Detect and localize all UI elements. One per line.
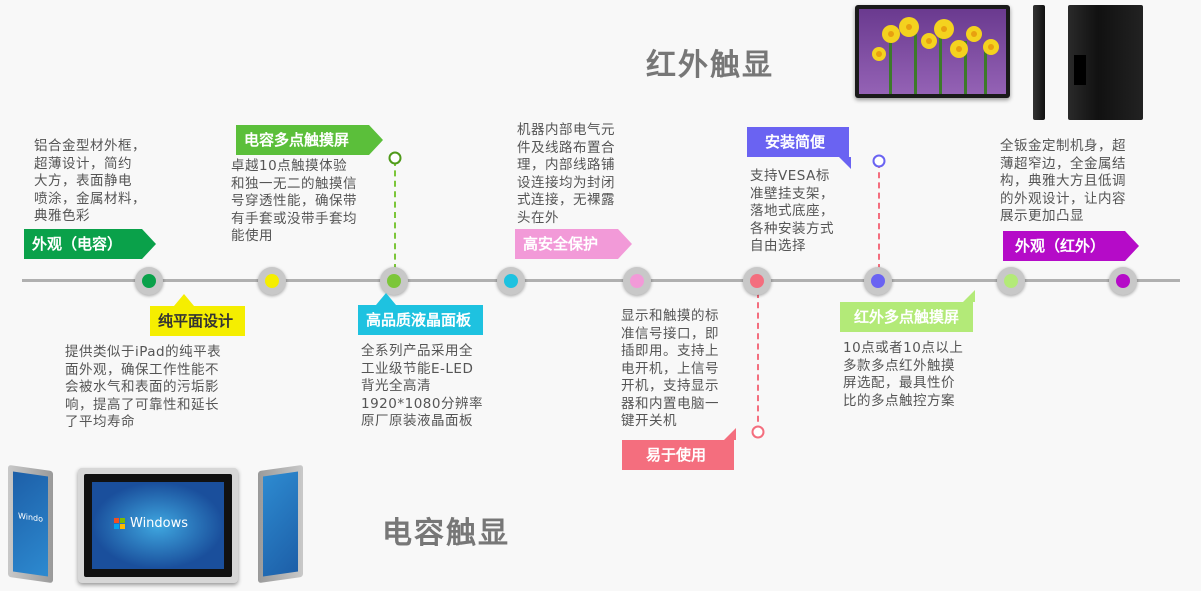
connector-end-capacitive-multitouch xyxy=(388,151,402,165)
timeline-node-appearance-capacitive xyxy=(135,267,163,295)
windows-screen-text: Windows xyxy=(130,516,189,531)
timeline-node-appearance-infrared xyxy=(1109,267,1137,295)
desc-flat-design: 提供类似于iPad的纯平表 面外观，确保工作性能不 会被水气和表面的污垢影 响，… xyxy=(65,344,222,430)
tag-easy-install: 安装简便 xyxy=(747,127,852,169)
tag-label: 红外多点触摸屏 xyxy=(854,308,960,326)
tag-label: 外观（电容） xyxy=(32,235,123,253)
connector-capacitive-multitouch xyxy=(394,160,396,270)
connector-easy-install xyxy=(878,162,880,270)
timeline-node-flat-design xyxy=(258,267,286,295)
tag-appearance-infrared: 外观（红外） xyxy=(1003,231,1140,261)
desc-hq-lcd: 全系列产品采用全 工业级节能E-LED 背光全高清 1920*1080分辨率 原… xyxy=(361,343,483,429)
desc-easy-install: 支持VESA标 准壁挂支架， 落地式底座， 各种安装方式 自由选择 xyxy=(750,168,834,254)
capacitive-title: 电容触显 xyxy=(382,516,510,551)
timeline-node-easy-install xyxy=(864,267,892,295)
timeline-node-capacitive-multitouch xyxy=(380,267,408,295)
tag-hq-lcd: 高品质液晶面板 xyxy=(358,293,484,335)
tag-label: 易于使用 xyxy=(646,446,707,464)
tag-label: 外观（红外） xyxy=(1015,237,1106,255)
desc-capacitive-multitouch: 卓越10点触摸体验 和独一无二的触摸信 号穿透性能，确保带 有手套或没带手套均 … xyxy=(231,158,357,244)
timeline-node-high-safety xyxy=(623,267,651,295)
tag-ir-multitouch: 红外多点触摸屏 xyxy=(840,290,976,332)
tag-label: 纯平面设计 xyxy=(158,312,234,330)
infrared-monitor-back xyxy=(1068,5,1143,120)
tag-capacitive-multitouch: 电容多点触摸屏 xyxy=(236,125,384,155)
tag-easy-use: 易于使用 xyxy=(622,428,737,470)
desc-high-safety: 机器内部电气元 件及线路布置合 理，内部线路铺 设连接均为封闭 式连接，无裸露 … xyxy=(517,122,615,226)
capacitive-monitor-left: Windo xyxy=(8,464,53,584)
tag-label: 安装简便 xyxy=(765,133,826,151)
windows-logo-icon xyxy=(114,518,126,530)
desc-ir-multitouch: 10点或者10点以上 多款多点红外触摸 屏选配，最具性价 比的多点触控方案 xyxy=(843,340,964,409)
timeline-node-easy-use xyxy=(743,267,771,295)
timeline-node-ir-multitouch xyxy=(997,267,1025,295)
timeline-axis xyxy=(22,279,1180,282)
tag-high-safety: 高安全保护 xyxy=(515,229,633,259)
infrared-monitor-side xyxy=(1033,5,1045,120)
timeline-node-hq-lcd xyxy=(497,267,525,295)
tag-appearance-capacitive: 外观（电容） xyxy=(24,229,157,259)
tag-flat-design: 纯平面设计 xyxy=(150,294,246,336)
tag-label: 电容多点触摸屏 xyxy=(244,131,350,149)
desc-appearance-capacitive: 铝合金型材外框， 超薄设计，简约 大方，表面静电 喷涂，金属材料， 典雅色彩 xyxy=(34,138,146,224)
capacitive-monitor-right xyxy=(258,464,303,584)
infrared-monitor-front xyxy=(855,5,1010,98)
connector-end-easy-use xyxy=(751,425,765,439)
capacitive-monitor-front: Windows xyxy=(78,468,238,583)
infrared-title: 红外触显 xyxy=(646,48,774,83)
tag-label: 高安全保护 xyxy=(523,235,599,253)
tag-label: 高品质液晶面板 xyxy=(366,311,472,329)
daffodil-photo xyxy=(859,9,1006,94)
connector-end-easy-install xyxy=(872,154,886,168)
desc-easy-use: 显示和触摸的标 准信号接口，即 插即用。支持上 电开机，上信号 开机，支持显示 … xyxy=(621,308,719,429)
desc-appearance-infrared: 全钣金定制机身，超 薄超窄边，全金属结 构，典雅大方且低调 的外观设计，让内容 … xyxy=(1000,138,1126,224)
connector-easy-use xyxy=(757,292,759,432)
